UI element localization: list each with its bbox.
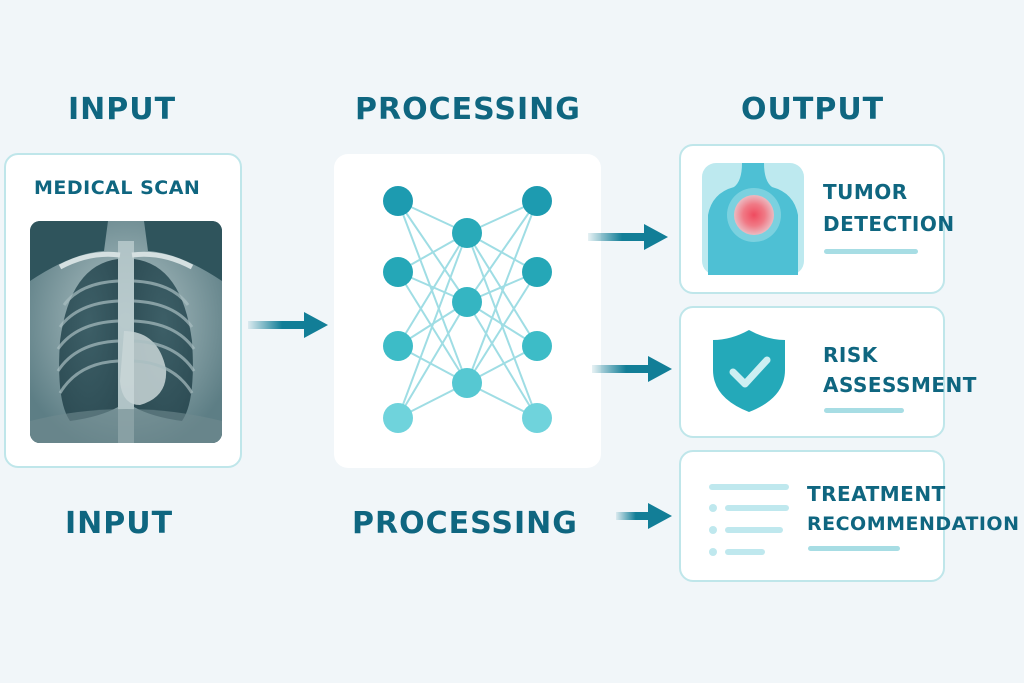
network-nodes	[383, 186, 552, 433]
risk-assessment-underline	[824, 408, 904, 413]
tumor-detection-label-line2: DETECTION	[823, 212, 955, 236]
treatment-recommendation-card: TREATMENT RECOMMENDATION	[679, 450, 1019, 582]
tumor-detection-label-line1: TUMOR	[823, 180, 908, 204]
tumor-detection-card: TUMOR DETECTION	[679, 144, 954, 294]
neural-network-card	[334, 154, 601, 468]
medical-scan-card: MEDICAL SCAN	[4, 153, 242, 468]
shield-check-icon	[713, 330, 785, 412]
arrow-input-to-processing	[248, 312, 328, 338]
arrow-to-risk-assessment	[592, 356, 672, 382]
list-icon	[709, 484, 789, 556]
treatment-label-line2: RECOMMENDATION	[807, 513, 1020, 535]
medical-scan-title: MEDICAL SCAN	[34, 177, 201, 199]
risk-assessment-label-line1: RISK	[823, 343, 878, 367]
node-l3-1	[522, 186, 552, 216]
node-l2-2	[452, 287, 482, 317]
input-heading-bottom: INPUT	[65, 506, 174, 541]
arrow-to-tumor-detection	[588, 224, 668, 250]
arrow-to-treatment-recommendation	[616, 503, 672, 529]
node-l3-2	[522, 257, 552, 287]
processing-heading-top: PROCESSING	[355, 92, 581, 127]
neural-network-graphic	[383, 186, 552, 433]
treatment-underline	[808, 546, 900, 551]
node-l1-2	[383, 257, 413, 287]
input-heading-top: INPUT	[68, 92, 177, 127]
output-heading-top: OUTPUT	[741, 92, 885, 127]
treatment-label-line1: TREATMENT	[807, 482, 946, 506]
tumor-detection-underline	[824, 249, 918, 254]
chest-xray-graphic	[30, 221, 222, 443]
node-l1-3	[383, 331, 413, 361]
risk-assessment-label-line2: ASSESSMENT	[823, 373, 977, 397]
node-l2-3	[452, 368, 482, 398]
node-l1-4	[383, 403, 413, 433]
chest-xray-image	[30, 221, 222, 443]
node-l3-4	[522, 403, 552, 433]
node-l1-1	[383, 186, 413, 216]
risk-assessment-card: RISK ASSESSMENT	[679, 306, 976, 438]
processing-heading-bottom: PROCESSING	[352, 506, 578, 541]
torso-tumor-icon	[702, 163, 804, 275]
node-l3-3	[522, 331, 552, 361]
node-l2-1	[452, 218, 482, 248]
